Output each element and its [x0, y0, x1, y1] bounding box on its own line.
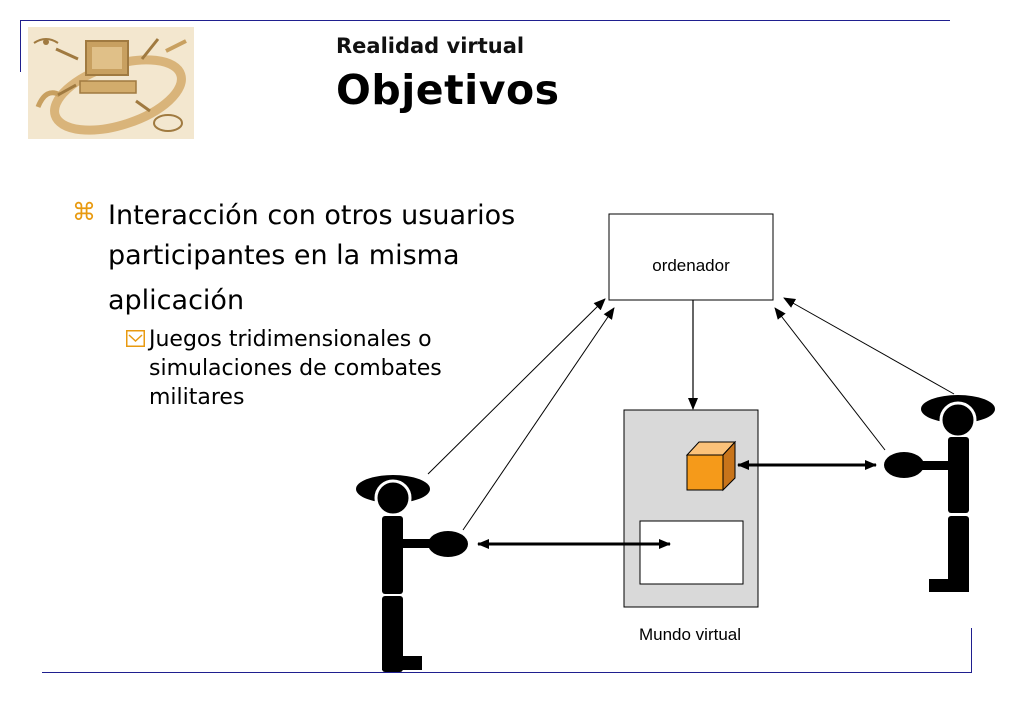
- bullet-level1-line1: Interacción con otros usuarios: [108, 200, 516, 231]
- bullet-level1-line3: aplicación: [108, 285, 245, 316]
- computer-box: [608, 213, 774, 301]
- checkbox-bullet-icon: [126, 330, 145, 347]
- right-user-hand-to-computer-arrow: [774, 307, 886, 451]
- bullet-level2-line3: militares: [149, 385, 245, 410]
- virtual-world-label: Mundo virtual: [639, 625, 741, 644]
- bullet-level1: Interacción con otros usuarios participa…: [108, 196, 598, 321]
- top-rule: [20, 20, 950, 21]
- bottom-rule: [42, 672, 972, 673]
- top-left-rule: [20, 20, 21, 72]
- bullet-level2-line1: Juegos tridimensionales o: [149, 327, 432, 352]
- computer-label: ordenador: [652, 256, 730, 275]
- bullet-level1-line2: participantes en la misma: [108, 240, 460, 271]
- bottom-right-rule: [971, 628, 972, 673]
- right-user-head-to-computer-arrow: [783, 297, 955, 395]
- left-user-figure: [356, 475, 468, 672]
- virtual-world-screen: [639, 520, 744, 585]
- slide-title: Objetivos: [336, 66, 560, 114]
- bullet-level2: Juegos tridimensionales o simulaciones d…: [149, 325, 529, 412]
- cube-icon: [685, 440, 737, 492]
- left-user-head-to-computer-arrow: [427, 298, 606, 475]
- bullet-level2-line2: simulaciones de combates: [149, 356, 442, 381]
- command-bullet-icon: ⌘: [72, 198, 96, 226]
- right-user-figure: [884, 395, 995, 592]
- vr-logo-image: [28, 27, 194, 139]
- left-user-hand-to-computer-arrow: [462, 307, 615, 531]
- slide-subtitle: Realidad virtual: [336, 34, 525, 58]
